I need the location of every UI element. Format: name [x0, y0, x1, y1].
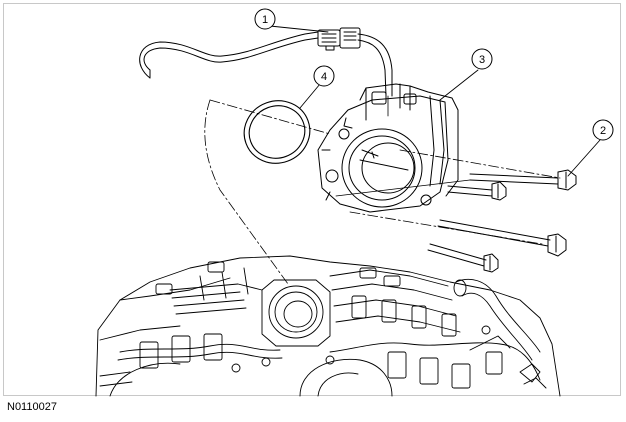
engine-intake-manifold	[95, 255, 561, 397]
callout-3-label: 3	[479, 54, 485, 66]
figure-id-label: N0110027	[7, 401, 57, 413]
callout-4: 4	[313, 65, 335, 87]
callout-1-label: 1	[262, 14, 268, 26]
bolts	[427, 169, 577, 273]
callout-1: 1	[254, 8, 276, 30]
throttle-body	[317, 83, 459, 213]
electrical-connector	[317, 27, 361, 51]
callout-4-label: 4	[321, 71, 327, 83]
callout-2: 2	[592, 119, 614, 141]
alignment-lines	[204, 95, 561, 285]
callout-2-label: 2	[600, 125, 606, 137]
callout-leaders	[269, 25, 601, 177]
vacuum-hose	[139, 31, 393, 97]
callout-3: 3	[471, 48, 493, 70]
gasket	[243, 100, 311, 164]
